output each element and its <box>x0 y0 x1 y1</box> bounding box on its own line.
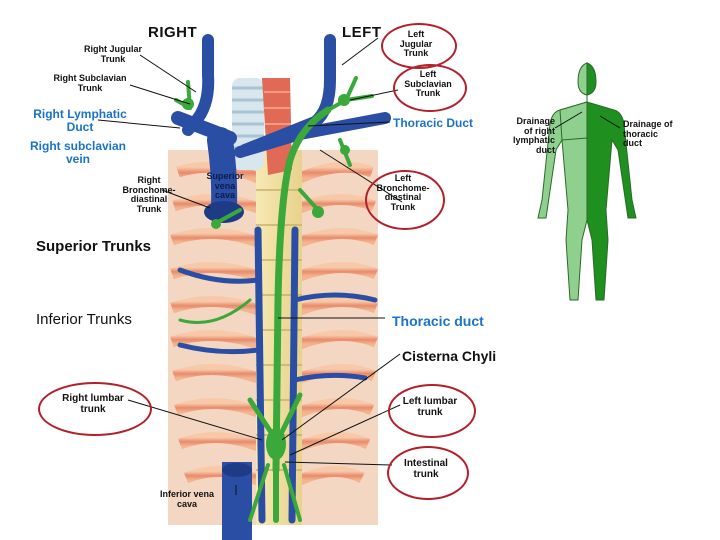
label-right-subclavian-vein: Right subclavian vein <box>29 139 127 166</box>
label-inferior-trunks: Inferior Trunks <box>36 311 132 328</box>
label-right-lymphatic-duct: Right Lymphatic Duct <box>33 107 127 134</box>
highlight-oval-left-bronchomediastinal <box>365 170 445 230</box>
label-right-bronchomediastinal-trunk: Right Bronchome- diastinal Trunk <box>122 175 176 215</box>
label-left-jugular-trunk: Left Jugular Trunk <box>399 29 433 59</box>
label-right-lumbar-trunk: Right lumbar trunk <box>62 393 124 415</box>
label-right-subclavian-trunk: Right Subclavian Trunk <box>53 73 127 93</box>
label-cisterna-chyli: Cisterna Chyli <box>402 348 497 364</box>
leader-lines <box>97 37 403 495</box>
drainage-leaders <box>554 111 621 129</box>
label-left-lumbar-trunk: Left lumbar trunk <box>402 396 458 418</box>
label-thoracic-duct-upper: Thoracic Duct <box>393 116 474 130</box>
label-drainage-thoracic-duct: Drainage of thoracic duct <box>623 119 673 149</box>
left-side-ribs <box>297 161 379 486</box>
label-inferior-vena-cava: Inferior vena cava <box>159 489 215 509</box>
left-side-heading: LEFT <box>342 24 382 41</box>
highlight-oval-left-subclavian <box>393 64 467 112</box>
label-superior-vena-cava: Superior vena cava <box>206 171 244 201</box>
cisterna-chyli-sac <box>266 428 286 460</box>
label-thoracic-duct-lower: Thoracic duct <box>392 313 484 329</box>
label-superior-trunks: Superior Trunks <box>36 238 152 255</box>
label-right-jugular-trunk: Right Jugular Trunk <box>84 44 142 64</box>
label-left-subclavian-trunk: Left Subclavian Trunk <box>404 69 452 99</box>
highlight-oval-left-lumbar <box>388 384 476 438</box>
esophagus <box>262 78 292 175</box>
label-drainage-right-lymphatic-duct: Drainage of right lymphatic duct <box>512 116 555 156</box>
svc-opening <box>204 201 244 223</box>
lymph-nodes <box>182 94 350 229</box>
highlight-oval-right-lumbar <box>38 382 152 436</box>
body-silhouette <box>537 62 637 301</box>
label-intestinal-trunk: Intestinal trunk <box>404 458 448 480</box>
label-left-bronchomediastinal-trunk: Left Bronchome- diastinal Trunk <box>376 173 430 213</box>
highlight-oval-intestinal <box>387 446 469 500</box>
right-side-heading: RIGHT <box>148 24 198 41</box>
